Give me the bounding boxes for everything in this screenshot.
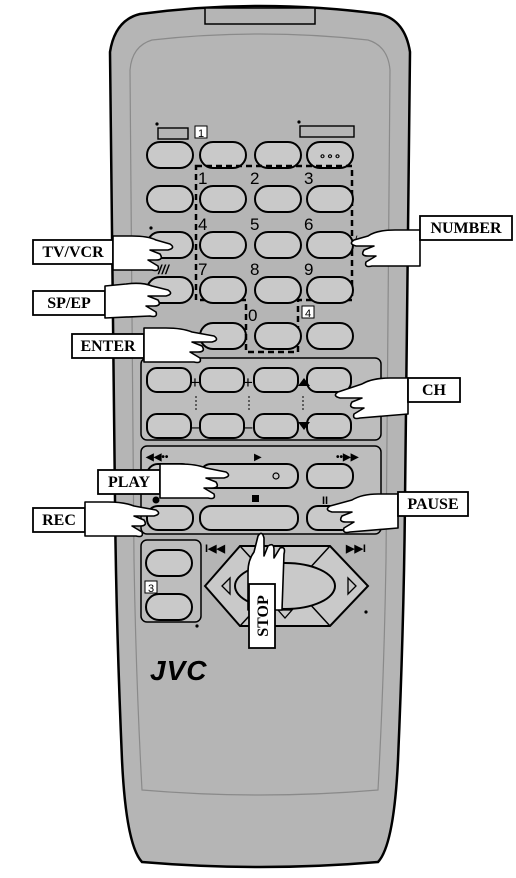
enter-label-box: [71, 333, 145, 359]
number-label-box: [419, 215, 513, 241]
top-notch: [204, 7, 316, 25]
rec-label: REC: [42, 512, 76, 529]
key-label-2: 2: [250, 169, 259, 188]
callout-box-3: [144, 580, 158, 594]
ch-button-top-2[interactable]: [199, 367, 245, 393]
left-button-1[interactable]: [146, 185, 194, 213]
key-label-0: 0: [248, 306, 257, 325]
stop-label-box: [248, 583, 276, 649]
play-mark-icon: ▶: [254, 452, 262, 463]
brand-logo: JVC: [150, 655, 207, 686]
callout-4-text: 4: [305, 308, 311, 320]
indicator-right: [299, 125, 355, 138]
number-button-7[interactable]: [199, 276, 247, 304]
pause-label-box: [397, 491, 469, 517]
number-hand-icon: [350, 229, 421, 268]
lower-left-button-1[interactable]: [145, 549, 193, 577]
stop-mark-icon: [252, 495, 259, 502]
tv-vcr-hand-icon: [112, 235, 174, 272]
skip-forward-icon: ▶▶I: [345, 543, 366, 555]
plus-sign-1: +: [190, 373, 200, 392]
ch-down-button[interactable]: [306, 413, 352, 439]
number-label: NUMBER: [430, 220, 502, 237]
ch-down-arrow-icon: [298, 422, 310, 430]
rec-label-box: [32, 507, 86, 533]
tv-vcr-label: TV/VCR: [42, 244, 104, 261]
nav-right-arrow-icon: [347, 576, 357, 596]
ch-up-button[interactable]: [306, 367, 352, 393]
sp-ep-hand-icon: [104, 282, 172, 319]
ch-button-top-3[interactable]: [253, 367, 299, 393]
sp-ep-mark-icon: ///: [157, 262, 170, 277]
ch-label-box: [407, 377, 461, 403]
tv-vcr-label-box: [32, 239, 114, 265]
pause-label: PAUSE: [407, 496, 458, 513]
enter-label: ENTER: [80, 338, 136, 355]
dots-button[interactable]: [306, 141, 354, 169]
indicator-left: [157, 127, 189, 140]
number-button-2[interactable]: [254, 185, 302, 213]
pause-mark-icon: II: [322, 495, 328, 507]
minus-sign-1: –: [190, 417, 200, 436]
number-button-8[interactable]: [254, 276, 302, 304]
callout-1-text: 1: [198, 128, 204, 140]
number-button-3[interactable]: [306, 185, 354, 213]
number-button-0[interactable]: [254, 322, 302, 350]
stop-label: STOP: [255, 595, 272, 637]
callout-box-4: [301, 305, 315, 319]
play-hand-icon: [159, 463, 230, 500]
number-button-1[interactable]: [199, 185, 247, 213]
nav-down-arrow-icon: [276, 609, 294, 619]
rec-dot-icon: [152, 496, 160, 504]
key-label-5: 5: [250, 215, 259, 234]
stop-button[interactable]: [199, 505, 299, 531]
nav-left-arrow-icon: [221, 576, 231, 596]
key-label-6: 6: [304, 215, 313, 234]
dots-icon: ∘∘∘: [319, 149, 342, 163]
key-label-8: 8: [250, 260, 259, 279]
ch-up-arrow-icon: [298, 378, 310, 386]
top-button-3[interactable]: [254, 141, 302, 169]
number-button-5[interactable]: [254, 231, 302, 259]
callout-box-1: [194, 125, 208, 139]
number-button-9[interactable]: [306, 276, 354, 304]
right-button-row5[interactable]: [306, 322, 354, 350]
remote-inner-face: [129, 33, 391, 796]
ch-button-bottom-3[interactable]: [253, 413, 299, 439]
number-button-6[interactable]: [306, 231, 354, 259]
ch-hand-icon: [334, 377, 409, 420]
rec-hand-icon: [84, 501, 160, 538]
key-label-4: 4: [198, 215, 207, 234]
top-button-2[interactable]: [199, 141, 247, 169]
number-pad: 1 2 3 4 5 6 7 8 9 0: [198, 169, 354, 350]
skip-back-icon: I◀◀: [205, 543, 226, 555]
ch-button-bottom-1[interactable]: [146, 413, 192, 439]
key-label-3: 3: [304, 169, 313, 188]
ch-button-bottom-2[interactable]: [199, 413, 245, 439]
minus-sign-2: –: [243, 417, 253, 436]
callout-3-text: 3: [148, 583, 154, 595]
plus-sign-2: +: [243, 373, 253, 392]
enter-hand-icon: [143, 327, 218, 364]
ch-button-top-1[interactable]: [146, 367, 192, 393]
play-label: PLAY: [108, 474, 151, 491]
sp-ep-label: SP/EP: [47, 295, 91, 312]
lower-left-button-2[interactable]: [145, 593, 193, 621]
ffwd-icon: ••▶▶: [336, 452, 360, 463]
rewind-icon: ◀◀••: [145, 452, 169, 463]
pause-hand-icon: [326, 493, 399, 534]
key-label-1: 1: [198, 169, 207, 188]
power-button[interactable]: [146, 141, 194, 169]
ch-label: CH: [422, 382, 447, 399]
number-button-4[interactable]: [199, 231, 247, 259]
key-label-9: 9: [304, 260, 313, 279]
key-label-7: 7: [198, 260, 207, 279]
play-label-box: [97, 469, 161, 495]
play-dot-icon: [272, 472, 280, 480]
ffwd-button[interactable]: [306, 463, 354, 489]
